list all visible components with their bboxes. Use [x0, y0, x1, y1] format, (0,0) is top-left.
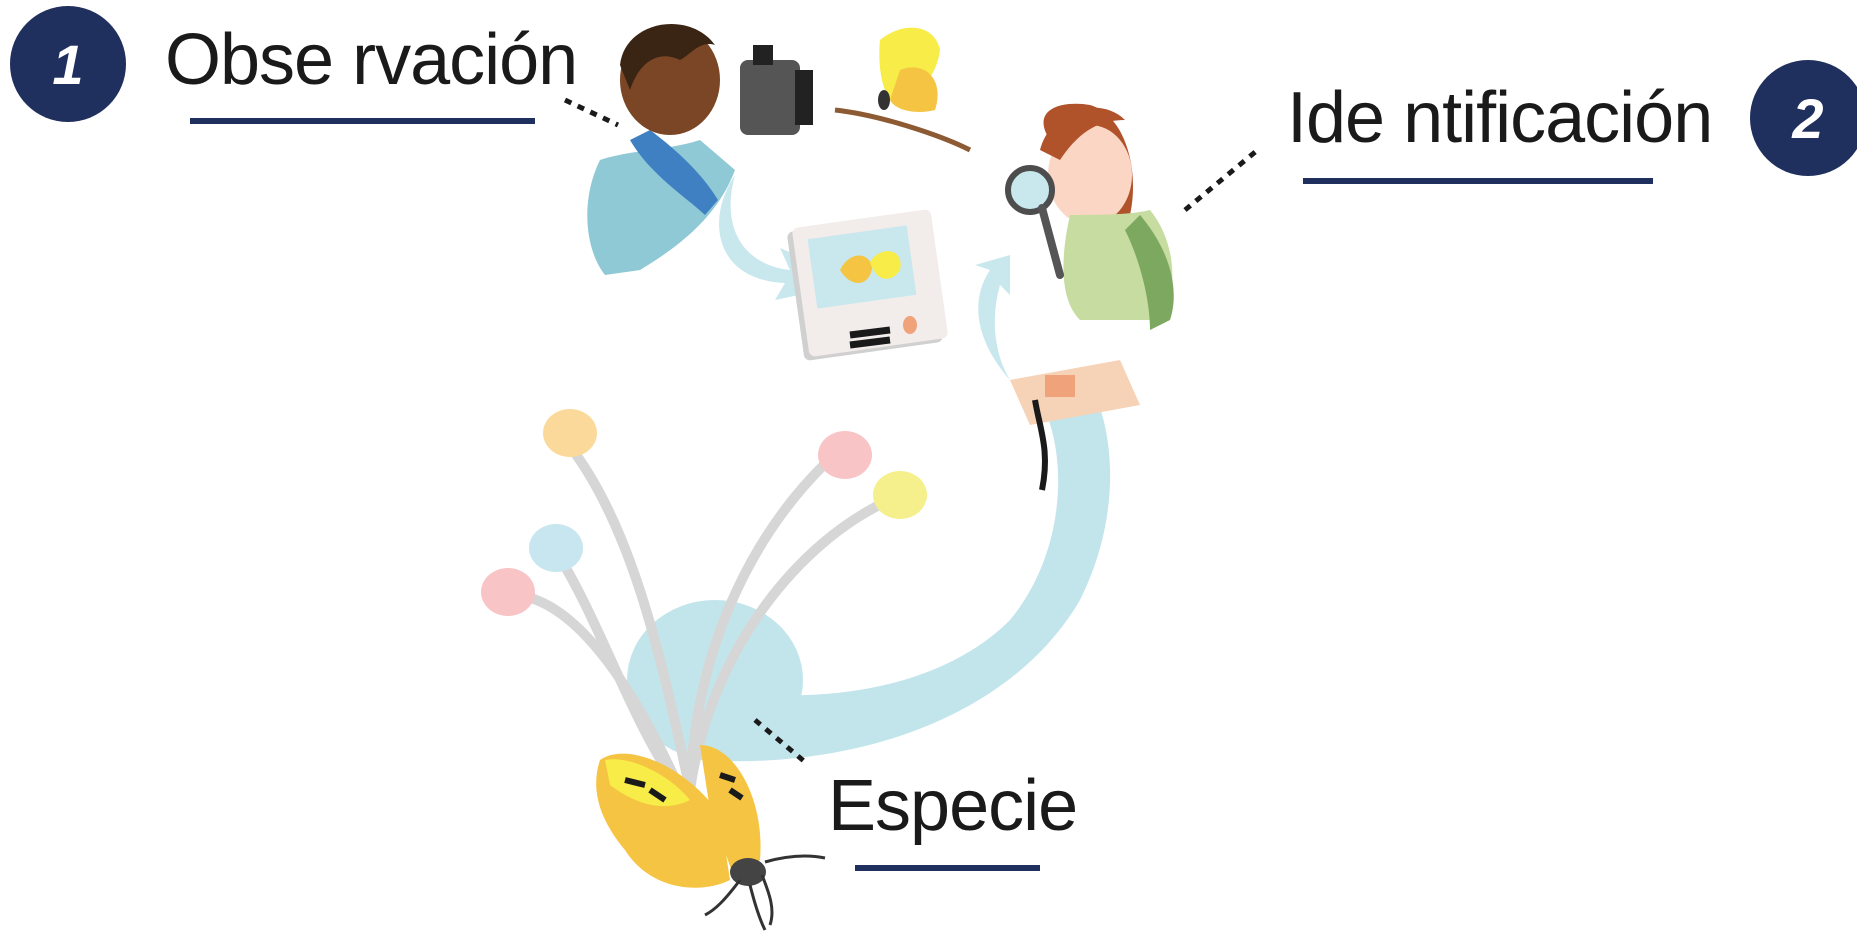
- identifier-person: [1005, 103, 1174, 491]
- leader-lines: [563, 97, 1262, 764]
- small-butterfly: [834, 27, 972, 153]
- step-2-label: Ide ntificación: [1287, 78, 1713, 158]
- flower-stems: [510, 435, 895, 795]
- step-2-underline: [1303, 178, 1653, 184]
- arrow-identification-to-card: [975, 255, 1010, 380]
- flower-blossoms: [481, 409, 927, 616]
- species-butterfly: [596, 745, 826, 931]
- species-label: Especie: [828, 766, 1078, 846]
- observer-person: [587, 23, 813, 275]
- step-1-badge: 1: [10, 6, 126, 122]
- species-underline: [855, 865, 1040, 871]
- step-1-label: Obse rvación: [165, 20, 578, 100]
- photo-card: [787, 209, 948, 361]
- step-2-badge: 2: [1750, 60, 1857, 176]
- step-1-underline: [190, 118, 535, 124]
